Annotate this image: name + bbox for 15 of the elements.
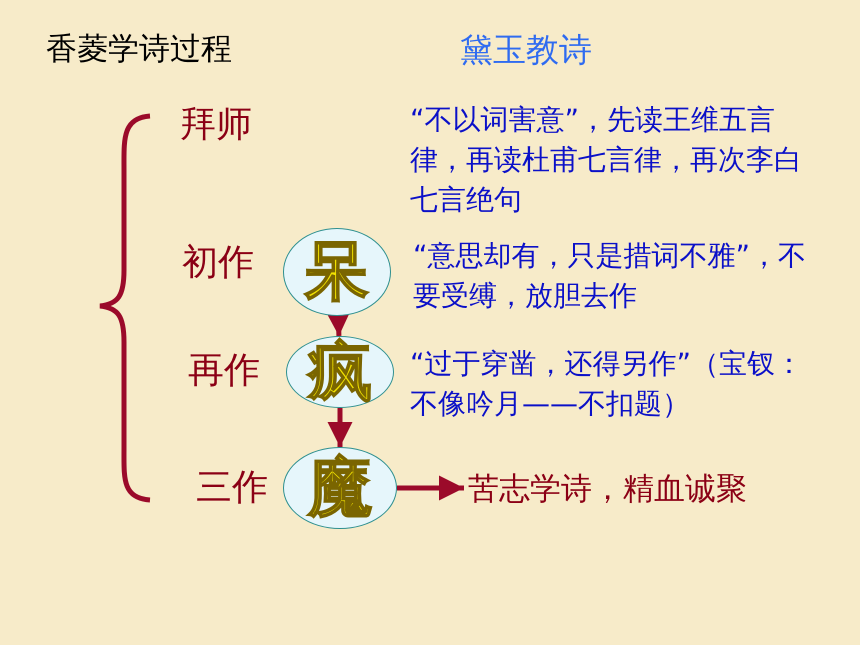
oval-node: 魔 — [283, 447, 397, 529]
quote-text: “不以词害意”，先读王维五言律，再读杜甫七言律，再次李白七言绝句 — [410, 102, 803, 218]
stage-label: 三作 — [196, 466, 268, 510]
oval-node: 呆 — [283, 228, 391, 316]
stage-label: 初作 — [182, 241, 254, 285]
arrow — [328, 408, 352, 447]
arrow — [397, 476, 464, 500]
stage-label: 拜师 — [180, 103, 252, 147]
oval-node: 疯 — [286, 336, 394, 408]
title-text: 香菱学诗过程 — [46, 30, 232, 69]
result-text: 苦志学诗，精血诚聚 — [468, 468, 747, 508]
quote-text: “过于穿凿，还得另作”（宝钗：不像吟月——不扣题） — [410, 346, 804, 422]
stage-label: 再作 — [188, 349, 260, 393]
quote-text: “意思却有，只是措词不雅”，不要受缚，放胆去作 — [413, 238, 808, 314]
heading-text: 黛玉教诗 — [460, 29, 592, 71]
